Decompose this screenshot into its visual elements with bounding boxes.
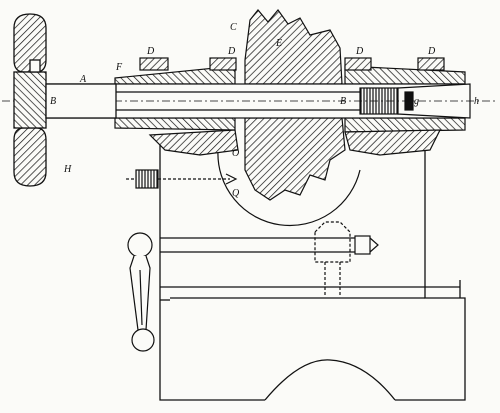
label-h-upper: H — [63, 164, 72, 175]
cone-pulley — [244, 9, 346, 201]
hand-lever — [127, 232, 155, 352]
label-h: h — [474, 96, 479, 107]
bearing-nuts — [139, 57, 445, 71]
gear-housing-arc — [217, 149, 361, 227]
housing — [159, 140, 466, 401]
label-a: A — [79, 74, 87, 85]
label-d-1: D — [146, 46, 155, 57]
label-o: O — [232, 148, 239, 159]
label-q: Q — [232, 188, 240, 199]
label-f: F — [115, 62, 123, 73]
label-c: C — [230, 22, 237, 33]
label-b-left: B — [50, 96, 56, 107]
spindle-housing — [114, 65, 466, 156]
label-d-2: D — [227, 46, 236, 57]
locking-pin — [126, 169, 238, 189]
label-d-4: D — [427, 46, 436, 57]
label-b-right: B — [340, 96, 346, 107]
control-rod — [160, 221, 379, 296]
label-e: E — [275, 38, 282, 49]
hand-wheel — [13, 13, 117, 187]
labels: A B B C D D D D E F g h H O Q — [50, 22, 479, 199]
label-g: g — [414, 96, 419, 107]
label-d-3: D — [355, 46, 364, 57]
